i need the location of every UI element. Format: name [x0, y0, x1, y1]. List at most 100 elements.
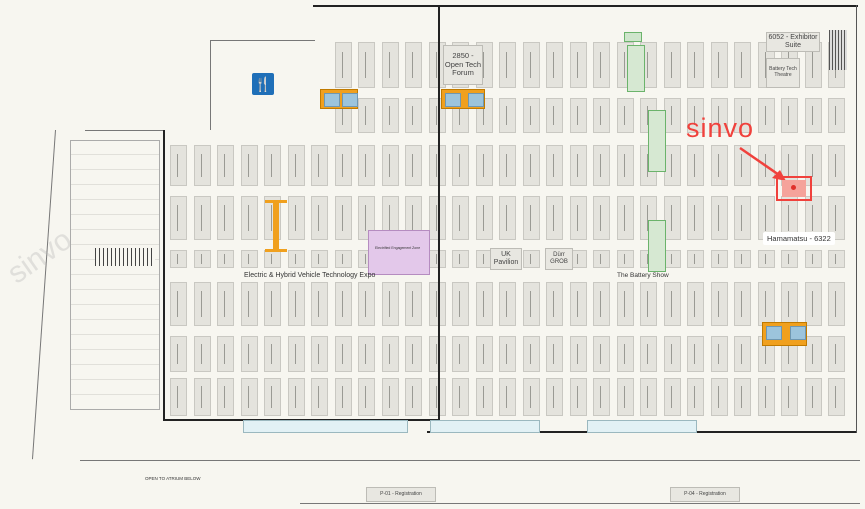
booth[interactable]: [193, 196, 211, 240]
booth[interactable]: [734, 378, 751, 416]
booth[interactable]: [405, 282, 422, 326]
booth[interactable]: [522, 378, 540, 416]
booth[interactable]: [240, 378, 258, 416]
booth[interactable]: [405, 196, 422, 240]
booth[interactable]: [687, 378, 704, 416]
booth[interactable]: [616, 282, 634, 326]
booth[interactable]: [616, 196, 634, 240]
booth[interactable]: [499, 145, 516, 186]
booth[interactable]: [287, 336, 305, 372]
booth[interactable]: [170, 282, 187, 326]
booth[interactable]: [569, 336, 587, 372]
booth[interactable]: [334, 250, 352, 268]
booth[interactable]: [428, 378, 446, 416]
booth[interactable]: [569, 196, 587, 240]
booth[interactable]: [710, 378, 728, 416]
booth[interactable]: [475, 196, 493, 240]
booth[interactable]: [287, 145, 305, 186]
booth[interactable]: [428, 196, 446, 240]
booth[interactable]: [358, 196, 375, 240]
booth[interactable]: [522, 98, 540, 133]
booth[interactable]: [475, 378, 493, 416]
booth[interactable]: [452, 250, 469, 268]
booth[interactable]: [264, 145, 281, 186]
booth[interactable]: [569, 98, 587, 133]
booth[interactable]: [334, 196, 352, 240]
booth[interactable]: [522, 42, 540, 88]
booth[interactable]: [687, 42, 704, 88]
booth[interactable]: [757, 282, 775, 326]
booth[interactable]: [734, 145, 751, 186]
booth[interactable]: [264, 336, 281, 372]
booth[interactable]: [358, 145, 375, 186]
durr-grob-booth[interactable]: Dürr GROB: [545, 248, 573, 270]
booth[interactable]: [499, 282, 516, 326]
booth[interactable]: [616, 336, 634, 372]
booth[interactable]: [193, 282, 211, 326]
booth[interactable]: [546, 145, 563, 186]
booth[interactable]: [522, 282, 540, 326]
booth[interactable]: [193, 145, 211, 186]
booth[interactable]: [593, 196, 610, 240]
green-pavilion[interactable]: [648, 220, 666, 272]
booth[interactable]: [358, 98, 375, 133]
booth[interactable]: [616, 378, 634, 416]
booth[interactable]: [734, 196, 751, 240]
booth[interactable]: [170, 250, 187, 268]
booth[interactable]: [334, 145, 352, 186]
booth[interactable]: [475, 145, 493, 186]
booth[interactable]: [475, 282, 493, 326]
booth[interactable]: [640, 282, 657, 326]
booth[interactable]: [428, 250, 446, 268]
booth[interactable]: [640, 378, 657, 416]
booth[interactable]: [522, 250, 540, 268]
booth[interactable]: [287, 250, 305, 268]
booth[interactable]: [593, 98, 610, 133]
booth[interactable]: [358, 42, 375, 88]
booth[interactable]: [687, 282, 704, 326]
highlighted-booth[interactable]: [776, 176, 812, 201]
booth[interactable]: [663, 42, 681, 88]
booth[interactable]: [217, 378, 234, 416]
booth[interactable]: [499, 378, 516, 416]
booth[interactable]: [804, 98, 822, 133]
booth[interactable]: [828, 378, 845, 416]
booth[interactable]: [452, 282, 469, 326]
booth[interactable]: [687, 98, 704, 133]
booth[interactable]: [663, 196, 681, 240]
booth[interactable]: [499, 98, 516, 133]
booth[interactable]: [193, 336, 211, 372]
booth[interactable]: [287, 378, 305, 416]
registration-p01[interactable]: P-01 - Registration: [366, 487, 436, 502]
booth[interactable]: [828, 196, 845, 240]
green-pavilion[interactable]: [648, 110, 666, 172]
booth[interactable]: [499, 196, 516, 240]
booth[interactable]: [193, 378, 211, 416]
booth[interactable]: [170, 336, 187, 372]
booth[interactable]: [546, 336, 563, 372]
booth[interactable]: [804, 282, 822, 326]
booth[interactable]: [734, 98, 751, 133]
booth[interactable]: [170, 196, 187, 240]
booth[interactable]: [663, 336, 681, 372]
booth[interactable]: [710, 336, 728, 372]
booth[interactable]: [428, 282, 446, 326]
booth[interactable]: [828, 250, 845, 268]
booth[interactable]: [804, 378, 822, 416]
booth[interactable]: [616, 98, 634, 133]
booth[interactable]: [381, 42, 399, 88]
booth[interactable]: [569, 378, 587, 416]
booth[interactable]: [522, 145, 540, 186]
booth[interactable]: [616, 250, 634, 268]
booth[interactable]: [828, 336, 845, 372]
booth[interactable]: [593, 42, 610, 88]
booth[interactable]: [381, 336, 399, 372]
booth[interactable]: [734, 42, 751, 88]
feature-area-orange[interactable]: [441, 89, 485, 109]
booth[interactable]: [405, 145, 422, 186]
booth[interactable]: [640, 336, 657, 372]
booth[interactable]: [828, 98, 845, 133]
booth[interactable]: [428, 336, 446, 372]
booth[interactable]: [828, 145, 845, 186]
booth[interactable]: [381, 282, 399, 326]
